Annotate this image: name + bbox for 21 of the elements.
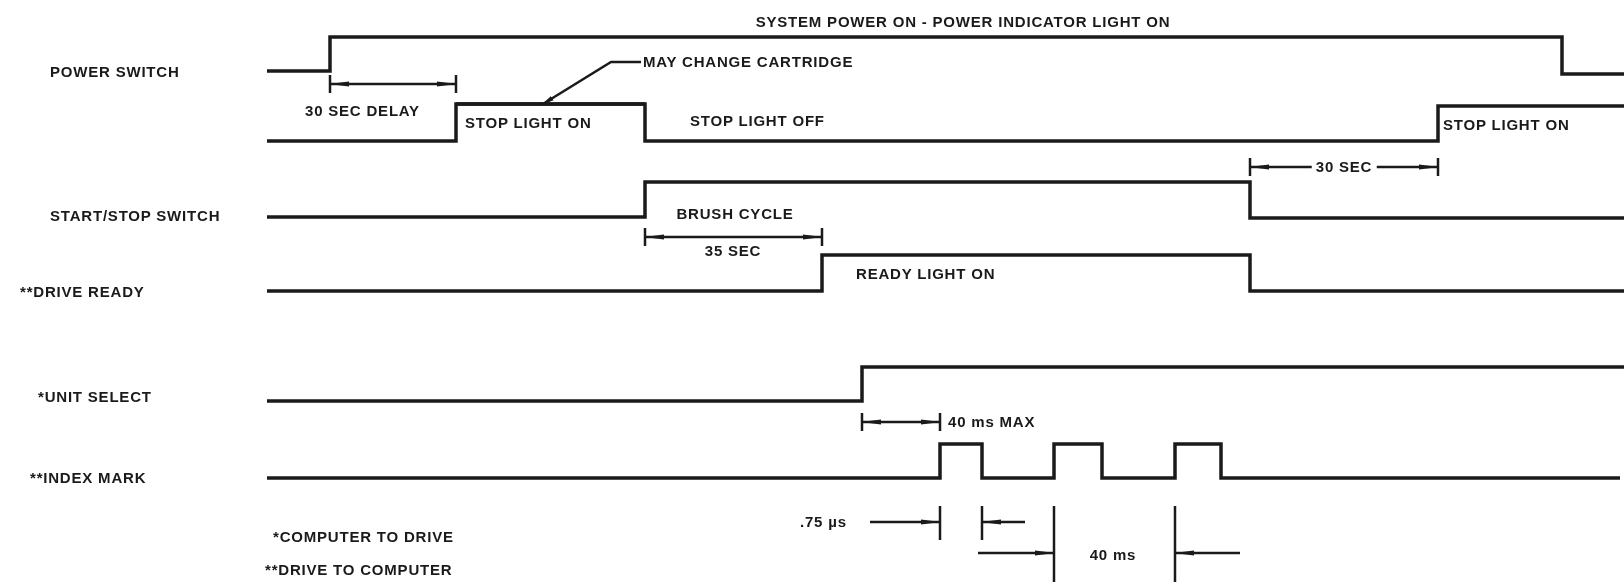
dimension-label: 40 ms bbox=[1089, 546, 1137, 564]
signal-pulse-segment bbox=[456, 102, 645, 106]
state-label: SYSTEM POWER ON - POWER INDICATOR LIGHT ON bbox=[755, 13, 1171, 31]
state-label: READY LIGHT ON bbox=[856, 265, 996, 283]
dimension-label: 35 SEC bbox=[704, 242, 762, 260]
state-label: STOP LIGHT ON bbox=[1443, 116, 1570, 134]
signal-name: *UNIT SELECT bbox=[38, 388, 152, 406]
signal-name: POWER SWITCH bbox=[50, 63, 180, 81]
dimension-label: .75 µs bbox=[800, 513, 847, 531]
signal-name: **DRIVE READY bbox=[20, 283, 145, 301]
footnote: **DRIVE TO COMPUTER bbox=[265, 561, 453, 579]
leader-line bbox=[542, 60, 641, 106]
callout-text: MAY CHANGE CARTRIDGE bbox=[643, 53, 854, 71]
signal-name: **INDEX MARK bbox=[30, 469, 147, 487]
footnote: *COMPUTER TO DRIVE bbox=[273, 528, 454, 546]
signal-name: START/STOP SWITCH bbox=[50, 207, 221, 225]
dimension-label: 30 SEC DELAY bbox=[305, 102, 420, 120]
state-label: STOP LIGHT OFF bbox=[690, 112, 825, 130]
state-label: STOP LIGHT ON bbox=[465, 114, 592, 132]
dimension-label: 40 ms MAX bbox=[948, 413, 1036, 431]
state-label: BRUSH CYCLE bbox=[676, 205, 794, 223]
